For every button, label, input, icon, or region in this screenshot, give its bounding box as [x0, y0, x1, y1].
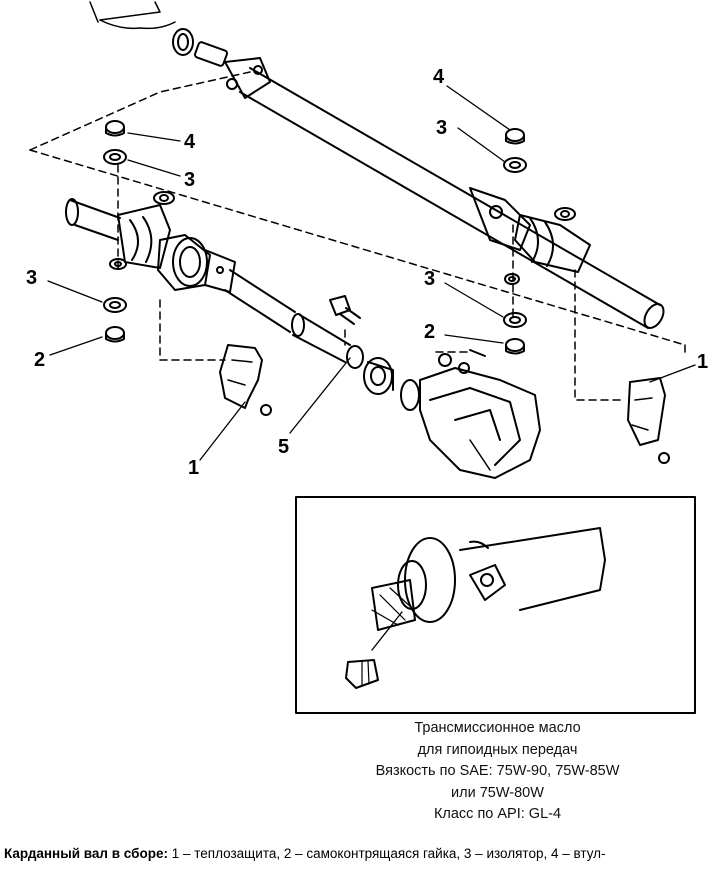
- transmission-tail: [89, 1, 228, 67]
- small-parts: [103, 120, 527, 355]
- dashed-assembly-frame: [29, 71, 686, 401]
- callout-4-left: 4: [184, 131, 196, 153]
- inset-box: [295, 496, 696, 714]
- oil-note-line-3: Вязкость по SAE: 75W-90, 75W-85W: [375, 763, 620, 779]
- figure-caption: Карданный вал в сборе: 1 – теплозащита, …: [4, 845, 722, 863]
- oil-specification-note: Трансмиссионное масло для гипоидных пере…: [300, 718, 695, 826]
- front-shaft: [224, 57, 665, 329]
- caption-title: Карданный вал в сборе:: [4, 846, 168, 861]
- callout-4-right: 4: [433, 66, 445, 88]
- oil-note-line-5: Класс по API: GL-4: [433, 806, 562, 822]
- callout-3-right-upper: 3: [436, 117, 447, 139]
- callout-3-left-upper: 3: [184, 169, 195, 191]
- callout-1-right: 1: [697, 351, 708, 373]
- oil-note-line-4: или 75W-80W: [451, 784, 544, 801]
- differential: [400, 349, 541, 479]
- callout-3-left-lower: 3: [26, 267, 37, 289]
- leader-lines: [47, 85, 696, 461]
- callout-2-left: 2: [34, 349, 45, 371]
- callout-1-left: 1: [188, 457, 199, 479]
- caption-text: 1 – теплозащита, 2 – самоконтрящаяся гай…: [167, 846, 606, 861]
- callout-2-right: 2: [424, 321, 435, 343]
- callout-3-right-lower: 3: [424, 268, 435, 290]
- oil-note-line-1: Трансмиссионное масло: [414, 720, 581, 736]
- inset-spline-detail: [345, 527, 606, 689]
- rear-shaft: [65, 191, 364, 369]
- callout-5: 5: [278, 436, 289, 458]
- bolt-and-flange: [329, 295, 394, 395]
- oil-note-line-2: для гипоидных передач: [417, 741, 578, 758]
